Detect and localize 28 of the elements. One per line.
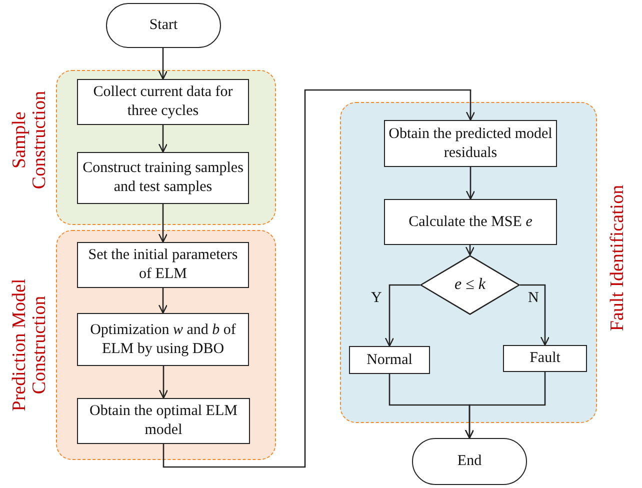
edge-label: N [528, 291, 539, 306]
terminal-box: End [412, 438, 527, 485]
edge-label: Y [371, 291, 382, 306]
arrow [466, 167, 476, 200]
section-heading: Fault Identification [606, 184, 630, 333]
process-box: Obtain the predicted model residuals [384, 120, 557, 167]
arrow [158, 288, 168, 314]
process-box: Obtain the optimal ELM model [77, 398, 250, 444]
process-box: Fault [503, 345, 587, 372]
process-box: Collect current data for three cycles [77, 79, 249, 125]
arrow [158, 125, 168, 153]
arrow [465, 245, 475, 256]
process-box: Construct training samples and test samples [77, 152, 249, 204]
arrow [158, 204, 168, 243]
arrow [158, 366, 168, 399]
process-box: Set the initial parameters of ELM [77, 242, 249, 288]
process-box: Optimization w and b of ELM by using DBO [77, 313, 249, 366]
decision-diamond: e ≤ k [420, 255, 520, 315]
arrow [520, 284, 550, 346]
arrow [158, 48, 168, 80]
arrow [162, 89, 476, 468]
process-box: Calculate the MSE e [384, 199, 557, 245]
arrow [384, 284, 420, 347]
section-heading: Prediction Model Construction [8, 278, 51, 414]
terminal-box: Start [106, 3, 221, 48]
process-box: Normal [349, 346, 430, 374]
section-heading: Sample Construction [8, 90, 51, 192]
arrow [464, 372, 546, 439]
